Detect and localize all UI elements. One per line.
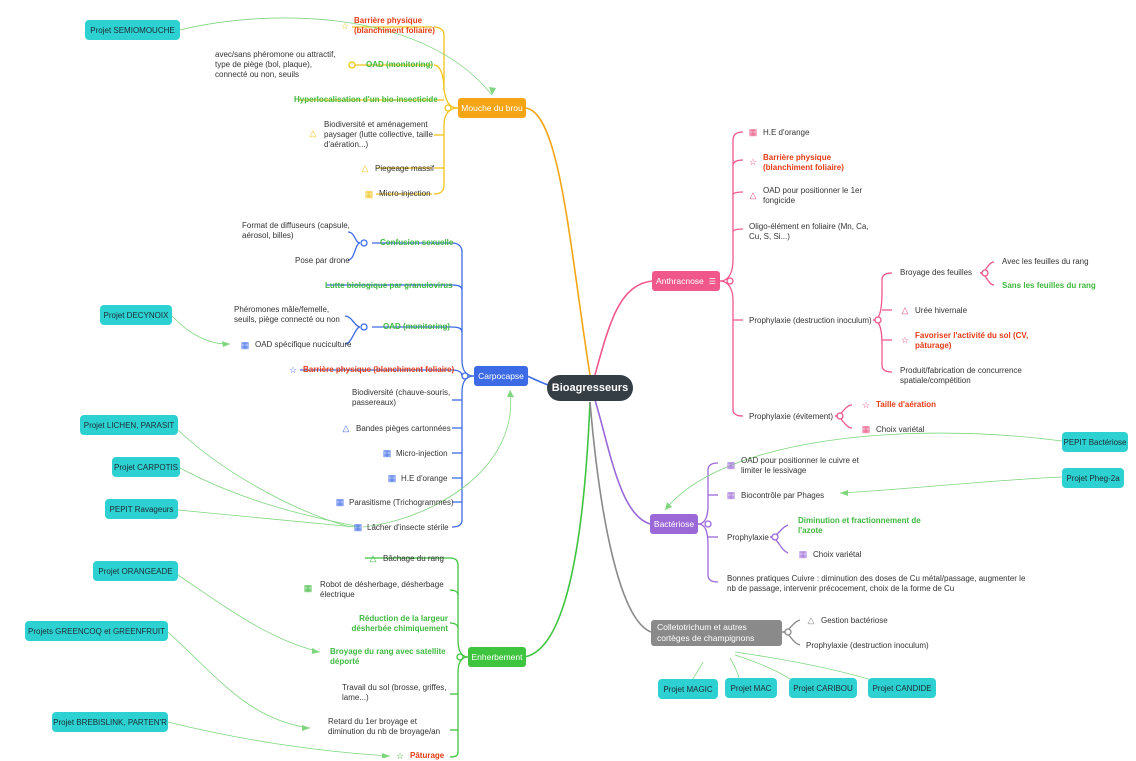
leaf-mouche-oad-desc[interactable]: avec/sans phéromone ou attractif, type d… [215, 50, 336, 79]
leaf-mouche-oad[interactable]: OAD (monitoring) [366, 60, 434, 69]
leaf-carpo-lacher[interactable]: Lâcher d'insecte stérile [367, 523, 449, 532]
grid-icon: ▦ [798, 549, 808, 559]
project-brebislink[interactable]: Projet BREBISLINK, PARTEN'R [52, 712, 168, 732]
project-caribou[interactable]: Projet CARIBOU [789, 678, 857, 698]
leaf-enherb-bachage[interactable]: Bâchage du rang [383, 554, 444, 563]
leaf-enherb-travail[interactable]: Travail du sol (brosse, griffes, lame...… [342, 683, 447, 702]
leaf-carpo-pheromones[interactable]: Phéromones mâle/femelle, seuils, piège c… [234, 305, 340, 324]
project-mac[interactable]: Projet MAC [725, 678, 777, 698]
grid-icon: ▦ [364, 189, 374, 199]
branch-enherbement[interactable]: Enherbement [468, 647, 526, 667]
leaf-mouche-micro[interactable]: Micro-injection [379, 189, 431, 198]
leaf-anthr-he-orange[interactable]: H.E d'orange [763, 128, 810, 137]
project-decynoix[interactable]: Projet DECYNOIX [100, 305, 172, 325]
warning-icon: △ [369, 553, 377, 563]
leaf-anthr-prophylaxie-evitement[interactable]: Prophylaxie (évitement) [749, 412, 834, 421]
leaf-colle-gestion[interactable]: Gestion bactériose [821, 616, 888, 625]
leaf-carpo-oad-nuciculture[interactable]: OAD spécifique nuciculture [255, 340, 352, 349]
leaf-colle-prophylaxie[interactable]: Prophylaxie (destruction inoculum) [806, 641, 929, 650]
leaf-enherb-retard[interactable]: Retard du 1er broyage et diminution du n… [328, 717, 441, 736]
leaf-anthr-barriere[interactable]: Barrière physique (blanchiment foliaire) [763, 153, 844, 172]
warning-icon: △ [342, 423, 350, 433]
warning-icon: △ [807, 615, 815, 625]
notes-icon: ☰ [708, 276, 716, 286]
grid-icon: ▦ [303, 583, 313, 593]
grid-icon: ▦ [240, 340, 250, 350]
leaf-anthr-taille[interactable]: Taille d'aération [876, 400, 936, 409]
project-semiomouche[interactable]: Projet SEMIOMOUCHE [85, 20, 180, 40]
leaf-bact-bonnes-pratiques[interactable]: Bonnes pratiques Cuivre : diminution des… [727, 574, 1026, 593]
project-lichen-parasit[interactable]: Projet LICHEN, PARASIT [80, 415, 178, 435]
leaf-bact-oad[interactable]: OAD pour positionner le cuivre et limite… [741, 456, 859, 475]
leaf-anthr-sans[interactable]: Sans les feuilles du rang [1002, 281, 1096, 290]
leaf-mouche-barriere[interactable]: Barrière physique (blanchiment foliaire) [354, 16, 435, 35]
leaf-carpo-he-orange[interactable]: H.E d'orange [401, 474, 448, 483]
leaf-carpo-confusion[interactable]: Confusion sexuelle [380, 238, 454, 247]
grid-icon: ▦ [748, 127, 758, 137]
star-icon: ☆ [748, 157, 758, 167]
warning-icon: △ [749, 190, 757, 200]
leaf-anthr-oligo[interactable]: Oligo-élément en foliaire (Mn, Ca, Cu, S… [749, 222, 869, 241]
leaf-enherb-robot[interactable]: Robot de désherbage, désherbage électriq… [320, 580, 444, 599]
leaf-carpo-barriere[interactable]: Barrière physique (blanchiment foliaire) [303, 365, 455, 374]
leaf-carpo-granulovirus[interactable]: Lutte biologique par granulovirus [325, 281, 453, 290]
project-pheg-2a[interactable]: Projet Pheg-2a [1062, 468, 1124, 488]
leaf-anthr-prophylaxie-destruction[interactable]: Prophylaxie (destruction inoculum) [749, 316, 872, 325]
warning-icon: △ [901, 305, 909, 315]
project-candide[interactable]: Projet CANDIDE [868, 678, 936, 698]
leaf-bact-biocontrole[interactable]: Biocontrôle par Phages [741, 491, 825, 500]
leaf-anthr-produit[interactable]: Produit/fabrication de concurrence spati… [900, 366, 1022, 385]
star-icon: ☆ [900, 335, 910, 345]
leaf-enherb-reduction[interactable]: Réduction de la largeur désherbée chimiq… [351, 614, 448, 633]
project-greencoq-greenfruit[interactable]: Projets GREENCOQ et GREENFRUIT [25, 621, 168, 641]
leaf-enherb-broyage[interactable]: Broyage du rang avec satellite déporté [330, 647, 446, 666]
leaf-carpo-oad[interactable]: OAD (monitoring) [383, 322, 451, 331]
leaf-bact-diminution[interactable]: Diminution et fractionnement de l'azote [798, 516, 921, 535]
grid-icon: ▦ [726, 490, 736, 500]
branch-anthracnose[interactable]: Anthracnose ☰ [652, 271, 720, 291]
star-icon: ☆ [861, 400, 871, 410]
leaf-anthr-oad[interactable]: OAD pour positionner le 1er fongicide [763, 186, 863, 205]
leaf-mouche-hyperlocalisation[interactable]: Hyperlocalisation d'un bio-insecticide [294, 95, 438, 104]
leaf-carpo-drone[interactable]: Pose par drone [295, 256, 350, 265]
leaf-anthr-uree[interactable]: Urée hivernale [915, 306, 968, 315]
leaf-carpo-diffuseurs[interactable]: Format de diffuseurs (capsule, aérosol, … [242, 221, 350, 240]
root-node[interactable]: Bioagresseurs [547, 375, 633, 401]
grid-icon: ▦ [387, 473, 397, 483]
leaf-carpo-biodiversite[interactable]: Biodiversité (chauve-souris, passereaux) [352, 388, 451, 407]
grid-icon: ▦ [382, 448, 392, 458]
leaf-anthr-broyage[interactable]: Broyage des feuilles [900, 268, 973, 277]
leaf-enherb-paturage[interactable]: Pâturage [410, 751, 445, 760]
leaf-carpo-parasitisme[interactable]: Parasitisme (Trichogrammes) [349, 498, 454, 507]
warning-icon: △ [309, 128, 317, 138]
branch-carpocapse[interactable]: Carpocapse [474, 366, 528, 386]
leaf-carpo-bandes[interactable]: Bandes pièges cartonnées [356, 424, 451, 433]
branch-anthracnose-label: Anthracnose [656, 275, 704, 286]
project-carpotis[interactable]: Projet CARPOTIS [112, 457, 180, 477]
grid-icon: ▦ [726, 460, 736, 470]
star-icon: ☆ [395, 751, 405, 761]
project-pepit-bacteriose[interactable]: PEPIT Bactériose [1062, 432, 1128, 452]
branch-bacteriose[interactable]: Bactériose [650, 514, 698, 534]
project-pepit-ravageurs[interactable]: PEPIT Ravageurs [105, 499, 178, 519]
leaf-anthr-favoriser[interactable]: Favoriser l'activité du sol (CV, pâturag… [915, 331, 1029, 350]
warning-icon: △ [361, 163, 369, 173]
grid-icon: ▦ [335, 497, 345, 507]
project-magic[interactable]: Projet MAGIC [658, 679, 718, 699]
leaf-bact-choix[interactable]: Choix variétal [813, 550, 862, 559]
leaf-carpo-micro[interactable]: Micro-injection [396, 449, 448, 458]
star-icon: ☆ [288, 365, 298, 375]
leaf-mouche-biodiversite[interactable]: Biodiversité et aménagement paysager (lu… [324, 120, 433, 149]
project-orangeade[interactable]: Projet ORANGEADE [93, 561, 178, 581]
branch-colletotrichum[interactable]: Colletotrichum et autres cortèges de cha… [651, 620, 782, 646]
leaf-bact-prophylaxie[interactable]: Prophylaxie [727, 533, 769, 542]
leaf-mouche-piegeage[interactable]: Piegeage massif [375, 164, 435, 173]
grid-icon: ▦ [861, 424, 871, 434]
leaf-anthr-choix[interactable]: Choix variétal [876, 425, 925, 434]
branch-mouche-du-brou[interactable]: Mouche du brou [458, 98, 526, 118]
star-icon: ☆ [340, 21, 350, 31]
leaf-anthr-avec[interactable]: Avec les feuilles du rang [1002, 257, 1089, 266]
grid-icon: ▦ [353, 522, 363, 532]
